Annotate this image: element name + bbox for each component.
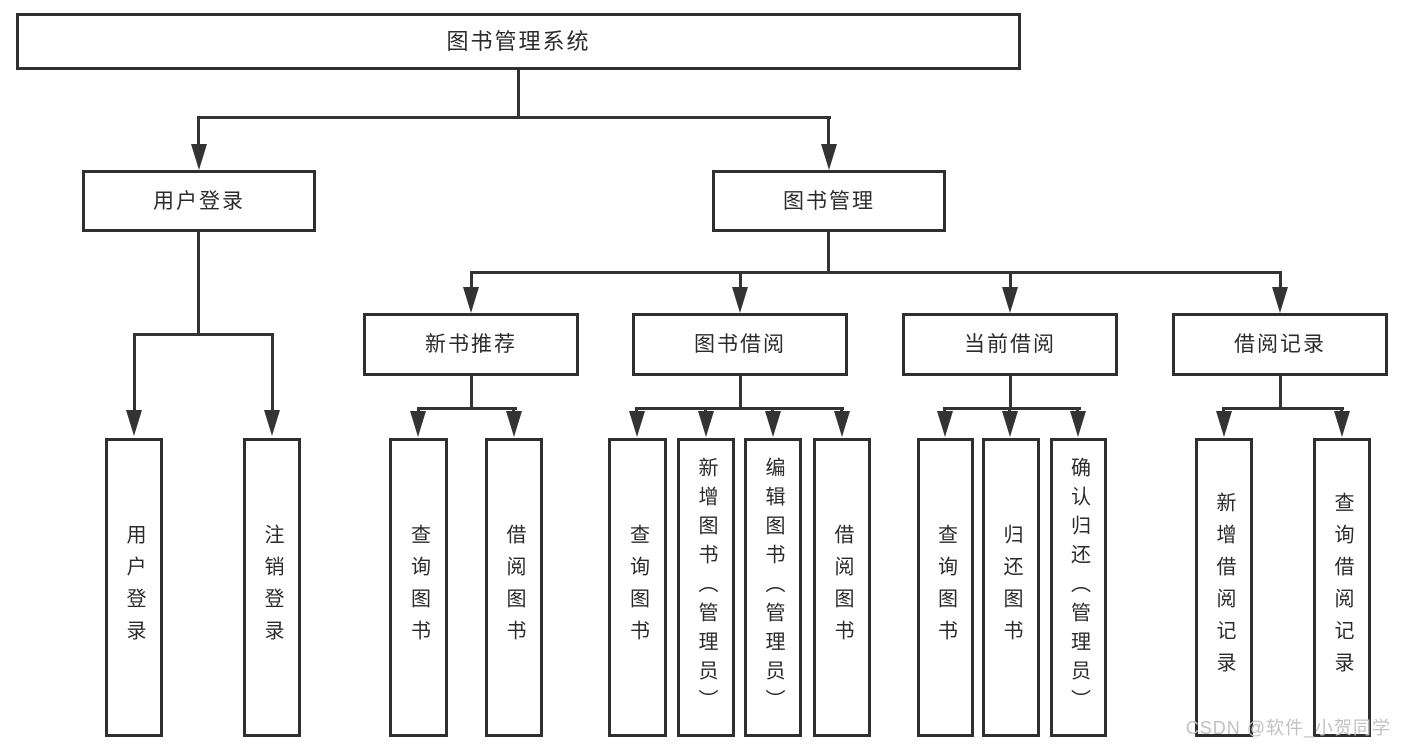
leaf-borrow-edit-admin-label: 编辑图书（管理员）: [762, 457, 784, 718]
node-book-management: 图书管理: [712, 170, 946, 232]
arrow-down-icon: [126, 410, 142, 436]
node-new-book-recommend: 新书推荐: [363, 313, 579, 376]
arrow-down-icon: [629, 411, 645, 437]
leaf-user-logout: 注销登录: [243, 438, 301, 737]
arrow-down-icon: [410, 411, 426, 437]
node-current-borrowing-label: 当前借阅: [964, 333, 1056, 356]
connector-current-stem: [1009, 376, 1012, 410]
csdn-watermark: CSDN @软件_小贺同学: [1185, 718, 1391, 738]
arrow-down-icon: [191, 144, 207, 170]
leaf-record-query: 查询借阅记录: [1313, 438, 1371, 737]
leaf-newbook-borrow: 借阅图书: [485, 438, 543, 737]
leaf-record-query-label: 查询借阅记录: [1331, 491, 1353, 684]
arrow-down-icon: [821, 144, 837, 170]
leaf-current-return: 归还图书: [982, 438, 1040, 737]
leaf-current-confirm-admin-label: 确认归还（管理员）: [1067, 457, 1090, 718]
arrow-down-icon: [698, 411, 714, 437]
connector-drop-leaf: [133, 333, 136, 412]
arrow-down-icon: [765, 411, 781, 437]
node-root-label: 图书管理系统: [446, 28, 591, 54]
leaf-borrow-query: 查询图书: [608, 438, 667, 737]
leaf-borrow-lend: 借阅图书: [813, 438, 871, 737]
connector-drop-user: [197, 116, 200, 147]
arrow-down-icon: [264, 410, 280, 436]
leaf-current-query-label: 查询图书: [934, 523, 957, 652]
node-user-login-group-label: 用户登录: [153, 189, 245, 213]
connector-root-branch: [197, 116, 831, 119]
leaf-borrow-add-admin-label: 新增图书（管理员）: [695, 457, 717, 718]
leaf-user-login-label: 用户登录: [123, 523, 145, 652]
arrow-down-icon: [732, 287, 748, 313]
arrow-down-icon: [463, 287, 479, 313]
arrow-down-icon: [1002, 411, 1018, 437]
node-current-borrowing: 当前借阅: [902, 313, 1118, 376]
connector-record-branch: [1223, 407, 1344, 410]
node-new-book-recommend-label: 新书推荐: [425, 333, 517, 356]
leaf-borrow-add-admin: 新增图书（管理员）: [677, 438, 735, 737]
leaf-record-add-label: 新增借阅记录: [1213, 491, 1235, 684]
leaf-current-query: 查询图书: [917, 438, 974, 737]
connector-root-stem: [517, 70, 520, 118]
connector-borrow-stem: [739, 376, 742, 410]
node-root-system: 图书管理系统: [16, 13, 1021, 70]
node-book-borrowing-label: 图书借阅: [694, 333, 786, 356]
node-borrowing-records: 借阅记录: [1172, 313, 1388, 376]
arrow-down-icon: [1002, 287, 1018, 313]
arrow-down-icon: [1070, 411, 1086, 437]
leaf-newbook-borrow-label: 借阅图书: [503, 523, 525, 652]
leaf-borrow-query-label: 查询图书: [626, 523, 649, 652]
leaf-user-logout-label: 注销登录: [261, 523, 283, 652]
connector-drop-mgmt: [827, 116, 830, 147]
connector-drop-record: [1279, 271, 1282, 291]
connector-current-branch: [944, 407, 1081, 410]
connector-newbook-stem: [470, 376, 473, 410]
node-book-management-label: 图书管理: [783, 189, 875, 213]
node-book-borrowing: 图书借阅: [632, 313, 848, 376]
node-user-login-group: 用户登录: [82, 170, 316, 232]
connector-drop-borrow: [739, 271, 742, 291]
arrow-down-icon: [506, 411, 522, 437]
arrow-down-icon: [937, 411, 953, 437]
connector-borrow-branch: [636, 407, 844, 410]
arrow-down-icon: [1272, 287, 1288, 313]
connector-drop-newbook: [470, 271, 473, 291]
connector-record-stem: [1279, 376, 1282, 410]
connector-user-stem: [197, 232, 200, 336]
leaf-borrow-lend-label: 借阅图书: [831, 523, 853, 652]
connector-user-branch: [133, 333, 274, 336]
leaf-borrow-edit-admin: 编辑图书（管理员）: [744, 438, 802, 737]
connector-newbook-branch: [417, 407, 517, 410]
connector-mgmt-branch: [470, 271, 1282, 274]
leaf-current-return-label: 归还图书: [1000, 523, 1022, 652]
connector-mgmt-stem: [827, 232, 830, 274]
leaf-newbook-query-label: 查询图书: [407, 523, 430, 652]
connector-drop-leaf: [271, 333, 274, 412]
arrow-down-icon: [1216, 411, 1232, 437]
connector-drop-current: [1009, 271, 1012, 291]
leaf-newbook-query: 查询图书: [389, 438, 448, 737]
leaf-user-login: 用户登录: [105, 438, 163, 737]
leaf-record-add: 新增借阅记录: [1195, 438, 1253, 737]
arrow-down-icon: [1334, 411, 1350, 437]
arrow-down-icon: [834, 411, 850, 437]
node-borrowing-records-label: 借阅记录: [1234, 333, 1326, 356]
leaf-current-confirm-admin: 确认归还（管理员）: [1050, 438, 1107, 737]
